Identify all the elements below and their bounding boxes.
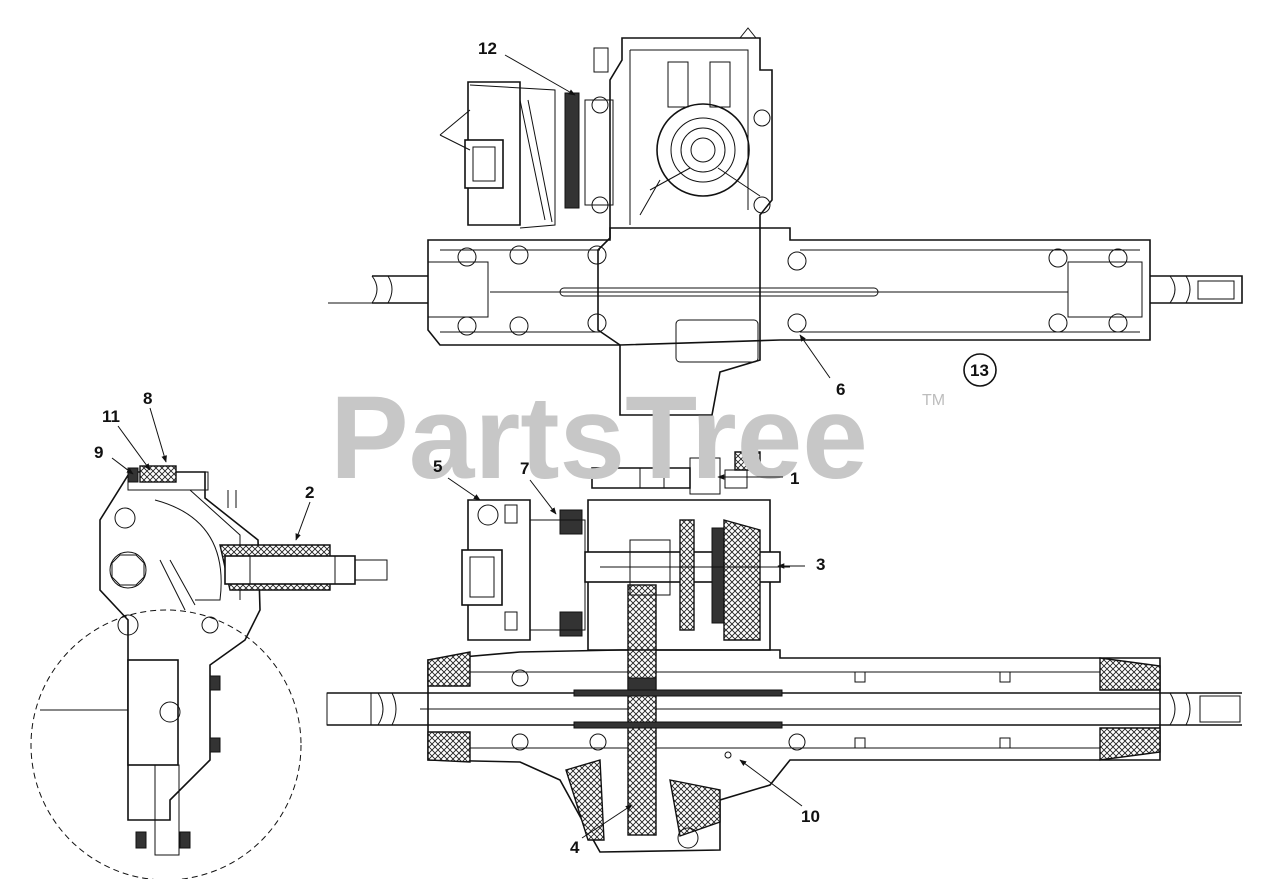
callout-8: 8	[143, 389, 152, 408]
callout-6: 6	[836, 380, 845, 399]
callout-1: 1	[790, 469, 799, 488]
callout-12: 12	[478, 39, 497, 58]
callout-2: 2	[305, 483, 314, 502]
section-brake-assembly	[461, 499, 586, 641]
side-view	[30, 465, 388, 879]
callout-3: 3	[816, 555, 825, 574]
partstree-watermark: PartsTree	[330, 372, 868, 504]
callout-7: 7	[520, 459, 529, 478]
trademark-symbol: TM	[922, 392, 945, 409]
callout-4: 4	[570, 838, 580, 857]
callout-11: 11	[102, 407, 120, 426]
callout-9: 9	[94, 443, 103, 462]
top-brake-assembly	[439, 81, 614, 229]
section-housing-view	[326, 451, 1242, 853]
leader-lines	[111, 54, 997, 839]
top-bolt-holes	[457, 96, 1128, 336]
callout-10: 10	[801, 807, 820, 826]
callout-labels: 1 2 3 4 5 6 7 8 9 10 11 12 13	[94, 39, 989, 857]
section-bolt-holes	[511, 669, 1011, 849]
top-housing-view	[328, 27, 1243, 416]
callout-5: 5	[433, 457, 442, 476]
callout-13: 13	[970, 361, 989, 380]
